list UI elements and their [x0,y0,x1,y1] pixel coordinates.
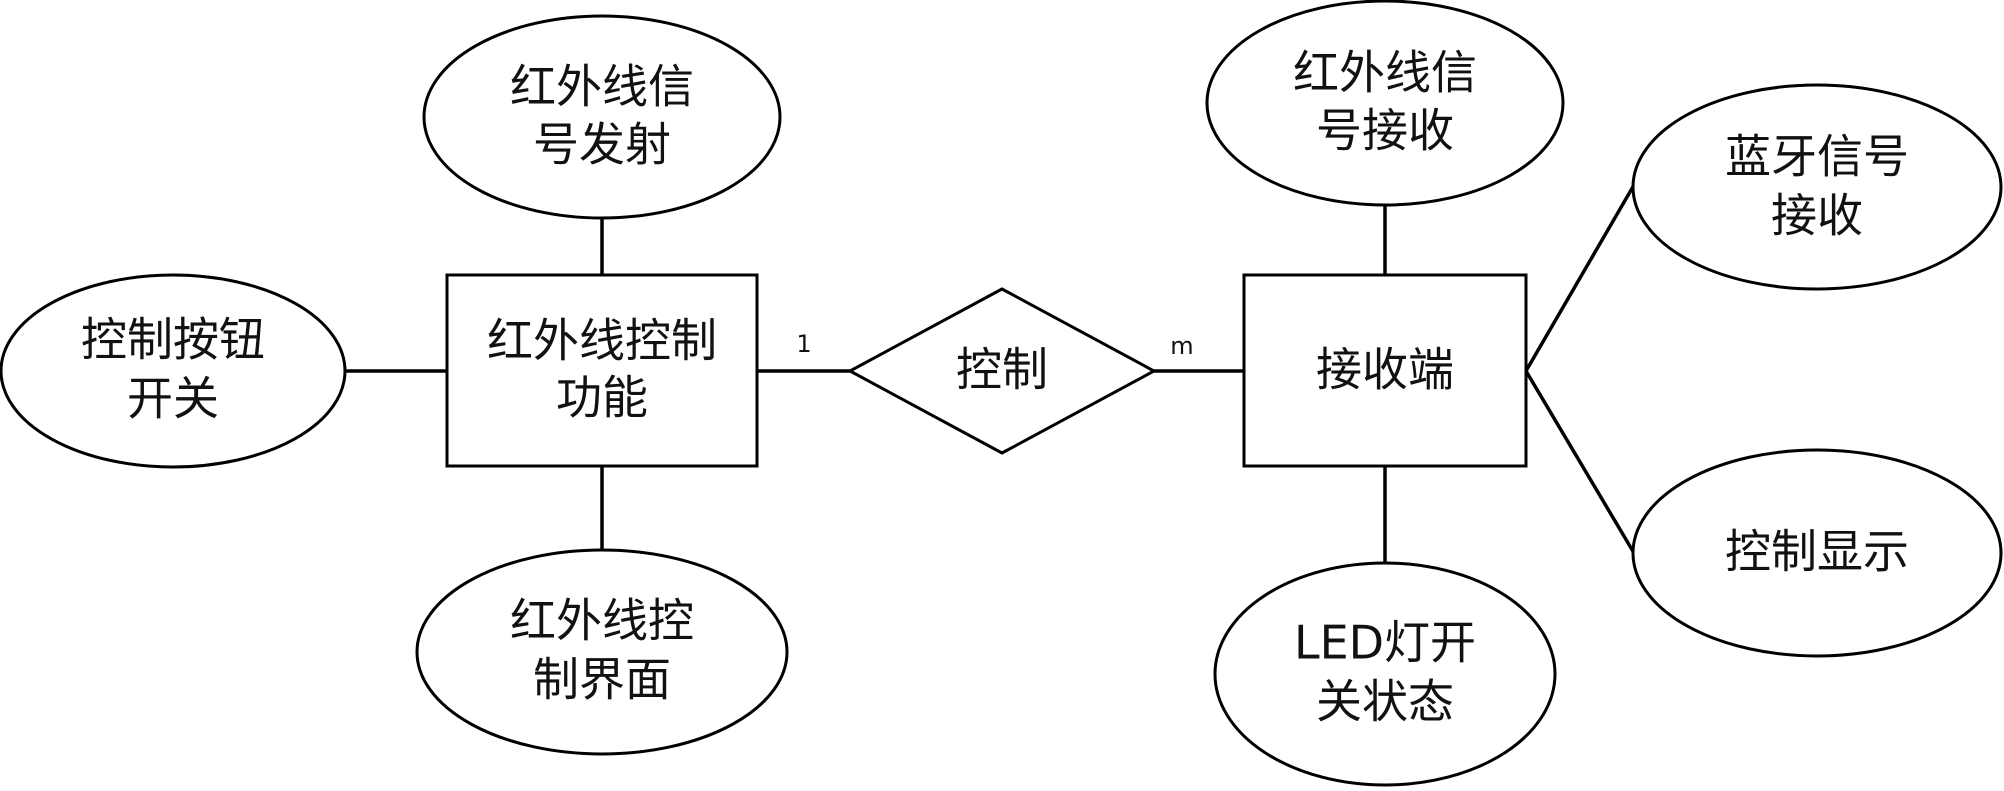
attribute-ir-receive-line1: 红外线信 [1293,46,1477,100]
relationship-control[interactable]: 控制 [846,287,1158,455]
attribute-ir-interface[interactable]: 红外线控 制界面 [415,548,789,756]
attribute-bt-receive-line1: 蓝牙信号 [1725,130,1909,184]
entity-receiver-label: 接收端 [1316,343,1454,397]
attribute-led-state-line1: LED灯开 [1294,616,1476,670]
relationship-label: 控制 [956,343,1048,397]
attribute-ir-emit-line1: 红外线信 [510,60,694,114]
attribute-ir-receive-line2: 号接收 [1316,104,1454,158]
entity-ir-control[interactable]: 红外线控制 功能 [445,273,759,468]
attribute-led-state[interactable]: LED灯开 关状态 [1213,561,1557,787]
attribute-ir-interface-line1: 红外线控 [510,594,694,648]
attribute-control-button[interactable]: 控制按钮 开关 [0,273,347,469]
cardinality-right: m [1170,332,1193,360]
attribute-control-display[interactable]: 控制显示 [1631,448,2003,658]
entity-receiver[interactable]: 接收端 [1242,273,1528,468]
attribute-control-display-line1: 控制显示 [1725,525,1909,579]
connectors [345,184,1636,563]
attribute-control-button-line1: 控制按钮 [81,313,265,367]
attribute-control-button-line2: 开关 [127,372,219,426]
cardinality-left: 1 [796,330,811,358]
entity-ir-control-line1: 红外线控制 [487,314,717,368]
attribute-bt-receive[interactable]: 蓝牙信号 接收 [1631,83,2003,291]
attribute-bt-receive-line2: 接收 [1771,189,1863,243]
attribute-ir-emit[interactable]: 红外线信 号发射 [422,14,782,220]
attribute-ir-interface-line2: 制界面 [533,653,671,707]
attribute-ir-receive[interactable]: 红外线信 号接收 [1205,0,1565,207]
attribute-ir-emit-line2: 号发射 [533,118,671,172]
entity-ir-control-line2: 功能 [556,371,648,425]
connector-bt-receive [1524,184,1636,372]
connector-control-display [1524,370,1636,554]
attribute-led-state-line2: 关状态 [1316,675,1454,729]
